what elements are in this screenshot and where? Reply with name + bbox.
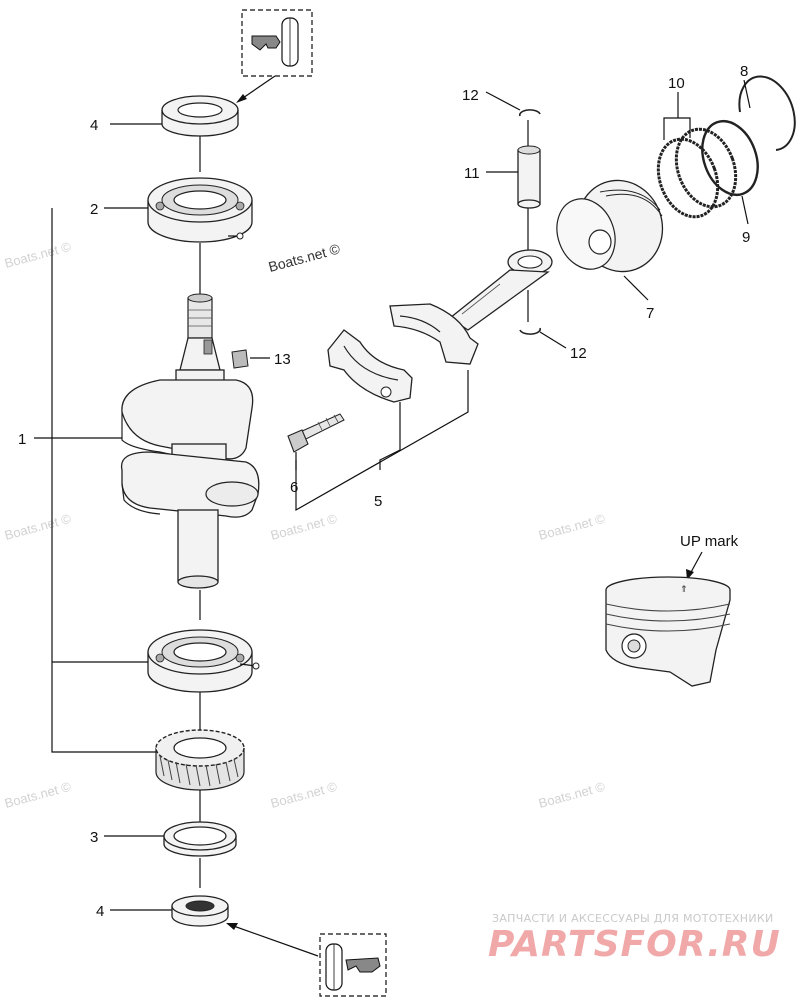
up-mark-label: UP mark [680,533,739,550]
footer-brand: ЗАПЧАСТИ И АКСЕССУАРЫ ДЛЯ МОТОТЕХНИКИ PA… [488,912,781,965]
piston [556,179,664,273]
callout-13: 13 [274,351,291,368]
svg-text:⇑: ⇑ [680,585,688,595]
piston-ring-expander [738,75,796,151]
callout-5: 5 [374,493,382,510]
crankshaft [120,293,260,589]
oil-seal-top [161,95,239,137]
watermark: Boats.net © [269,779,339,811]
watermark: Boats.net © [3,779,73,811]
callout-4-bottom: 4 [96,903,104,920]
seal-detail-inset-bottom [226,923,387,997]
piston-rings-compression [656,127,738,219]
leader-lines [34,79,751,911]
callout-12-top: 12 [462,87,479,104]
callout-9: 9 [742,229,750,246]
callout-11: 11 [464,165,480,182]
piston-ring-oil [701,120,759,196]
watermark: Boats.net © [269,511,339,543]
callout-10: 10 [668,75,685,92]
connecting-rod [389,249,553,365]
callout-2: 2 [90,201,98,218]
callout-12-bottom: 12 [570,345,587,362]
callout-1: 1 [18,431,26,448]
up-mark-detail: UP mark ⇑ [605,533,739,687]
woodruff-key [231,349,270,369]
piston-pin-clip-bottom [519,327,541,335]
footer-brand-logo: PARTSFOR.RU [488,924,781,965]
watermarks: Boats.net © Boats.net © Boats.net © Boat… [3,239,607,811]
watermark: Boats.net © [3,511,73,543]
ball-bearing-bottom [147,629,260,693]
seal-detail-inset-top [236,9,313,103]
spacer-washer [163,821,237,857]
oil-seal-bottom [171,895,229,927]
callout-7: 7 [646,305,654,322]
callout-8: 8 [740,63,748,80]
watermark: Boats.net © [537,779,607,811]
assembly-axis-lines [199,120,529,888]
connecting-rod-bolt [287,413,345,453]
callout-labels: 4 2 1 13 3 4 6 5 12 11 12 7 10 8 9 [18,63,750,920]
piston-pin [517,145,541,209]
watermark: Boats.net © [3,239,73,271]
connecting-rod-cap [327,329,413,403]
watermark: Boats.net © [537,511,607,543]
piston-pin-clip-top [519,109,541,117]
callout-6: 6 [290,479,298,496]
footer-tagline: ЗАПЧАСТИ И АКСЕССУАРЫ ДЛЯ МОТОТЕХНИКИ [492,912,774,925]
ball-bearing-top [147,177,253,243]
callout-3: 3 [90,829,98,846]
callout-4-top: 4 [90,117,98,134]
drive-gear [155,729,245,791]
watermark-dark: Boats.net © [267,240,343,275]
